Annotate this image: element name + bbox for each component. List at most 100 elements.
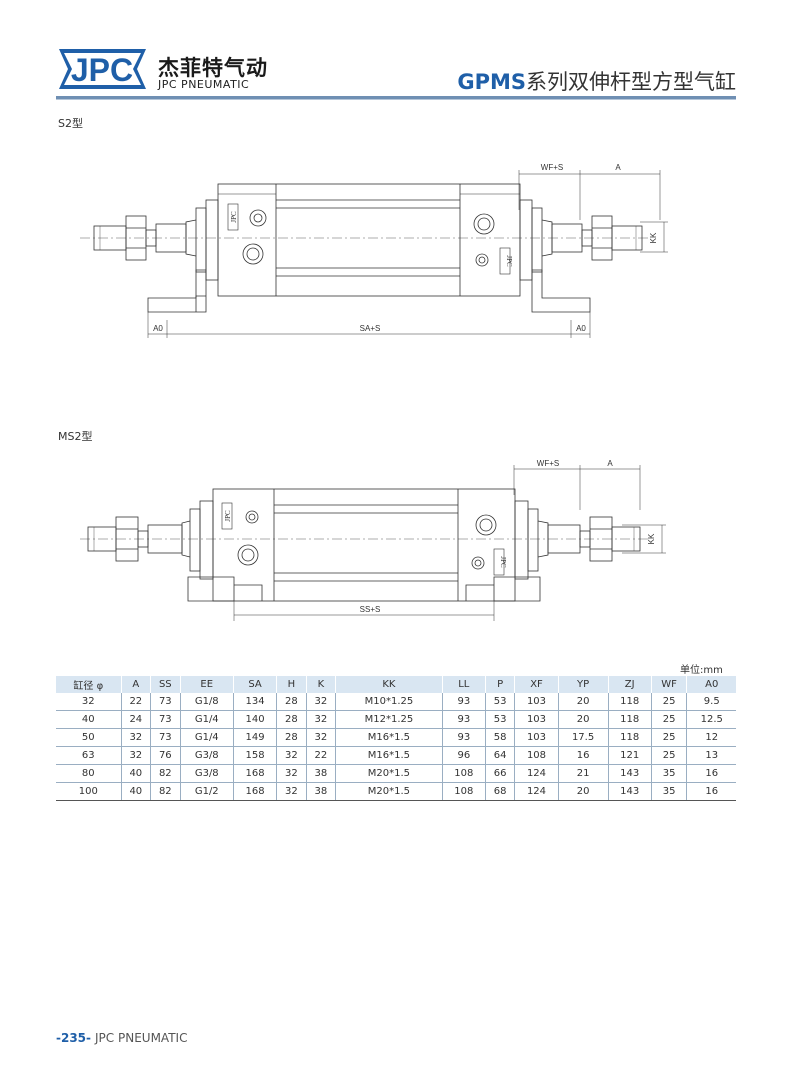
mark-jpc-right: JPC <box>499 556 507 568</box>
dim-sa-s: SA+S <box>360 324 381 333</box>
table-cell: 22 <box>305 746 336 765</box>
table-cell: 82 <box>150 782 181 801</box>
table-cell: 124 <box>514 764 559 783</box>
brand-name-cn: 杰菲特气动 <box>158 56 268 80</box>
ms2-label: MS2型 <box>58 430 93 443</box>
table-cell: 35 <box>650 782 687 801</box>
column-header: SA <box>232 676 277 693</box>
table-cell: 93 <box>441 710 486 729</box>
column-header: KK <box>335 676 443 693</box>
footer-brand: JPC PNEUMATIC <box>95 1031 188 1045</box>
table-cell: 32 <box>276 764 307 783</box>
page-number: -235- <box>56 1031 92 1045</box>
dim-wf-s: WF+S <box>537 459 559 468</box>
table-cell: M12*1.25 <box>335 710 443 729</box>
table-cell: 108 <box>441 764 486 783</box>
page-header: JPC 杰菲特气动 JPC PNEUMATIC GPMS系列双伸杆型方型气缸 <box>0 0 800 110</box>
header-rule <box>56 96 736 99</box>
table-cell: 149 <box>232 728 277 747</box>
dim-wf-s: WF+S <box>541 163 563 172</box>
table-cell: 32 <box>56 693 122 711</box>
mark-jpc-left: JPC <box>224 510 232 522</box>
mark-jpc-left: JPC <box>230 211 238 223</box>
table-cell: 17.5 <box>557 728 609 747</box>
title-code: GPMS <box>457 70 526 94</box>
table-cell: 35 <box>650 764 687 783</box>
page-title: GPMS系列双伸杆型方型气缸 <box>457 66 736 96</box>
column-header: A0 <box>686 676 736 693</box>
dim-kk: KK <box>649 232 658 243</box>
page-footer: -235-JPC PNEUMATIC <box>56 1031 187 1045</box>
table-cell: G1/4 <box>179 728 234 747</box>
table-cell: 143 <box>607 782 652 801</box>
table-cell: M20*1.5 <box>335 764 443 783</box>
table-cell: 73 <box>150 710 181 729</box>
dim-ss-s: SS+S <box>360 605 381 614</box>
table-cell: 93 <box>441 693 486 711</box>
table-cell: 16 <box>686 764 736 783</box>
header-rule-thin <box>56 99 736 100</box>
table-cell: 168 <box>232 764 277 783</box>
table-cell: M10*1.25 <box>335 693 443 711</box>
table-cell: 53 <box>484 710 515 729</box>
table-cell: 103 <box>514 693 559 711</box>
table-cell: 38 <box>305 764 336 783</box>
table-cell: 124 <box>514 782 559 801</box>
dim-a0-left: A0 <box>153 324 163 333</box>
ms2-drawing: WF+S A KK JPC JPC SS+S <box>80 459 666 621</box>
table-cell: 58 <box>484 728 515 747</box>
table-cell: 32 <box>305 728 336 747</box>
table-cell: 32 <box>120 728 151 747</box>
table-cell: 108 <box>441 782 486 801</box>
table-cell: 96 <box>441 746 486 765</box>
table-cell: 50 <box>56 728 122 747</box>
table-cell: 121 <box>607 746 652 765</box>
table-cell: 25 <box>650 710 687 729</box>
table-cell: 32 <box>276 782 307 801</box>
table-cell: 118 <box>607 710 652 729</box>
table-cell: 32 <box>305 710 336 729</box>
column-header: WF <box>650 676 687 693</box>
dim-a: A <box>607 459 613 468</box>
dim-kk: KK <box>647 533 656 544</box>
table-cell: 73 <box>150 693 181 711</box>
table-cell: G3/8 <box>179 746 234 765</box>
dim-a0-right: A0 <box>576 324 586 333</box>
logo-text: JPC <box>71 52 133 88</box>
table-cell: 66 <box>484 764 515 783</box>
table-cell: G1/2 <box>179 782 234 801</box>
table-cell: 143 <box>607 764 652 783</box>
unit-label: 单位:mm <box>680 665 723 676</box>
table-cell: G3/8 <box>179 764 234 783</box>
table-cell: 21 <box>557 764 609 783</box>
column-header: SS <box>150 676 181 693</box>
table-cell: 25 <box>650 746 687 765</box>
table-cell: 9.5 <box>686 693 736 711</box>
table-cell: 140 <box>232 710 277 729</box>
table-cell: 118 <box>607 693 652 711</box>
table-cell: 22 <box>120 693 151 711</box>
table-cell: 20 <box>557 782 609 801</box>
table-cell: 68 <box>484 782 515 801</box>
column-header: H <box>276 676 307 693</box>
column-header: A <box>120 676 151 693</box>
table-cell: 108 <box>514 746 559 765</box>
table-cell: 103 <box>514 710 559 729</box>
jpc-logo-icon: JPC <box>59 49 146 89</box>
table-cell: 25 <box>650 728 687 747</box>
column-header: LL <box>441 676 486 693</box>
brand-name-en: JPC PNEUMATIC <box>158 78 250 91</box>
table-cell: 76 <box>150 746 181 765</box>
table-cell: 63 <box>56 746 122 765</box>
table-cell: 40 <box>56 710 122 729</box>
table-cell: 40 <box>120 782 151 801</box>
table-cell: 134 <box>232 693 277 711</box>
s2-drawing: WF+S A KK JPC JPC A0 <box>80 163 668 338</box>
table-cell: 28 <box>276 710 307 729</box>
